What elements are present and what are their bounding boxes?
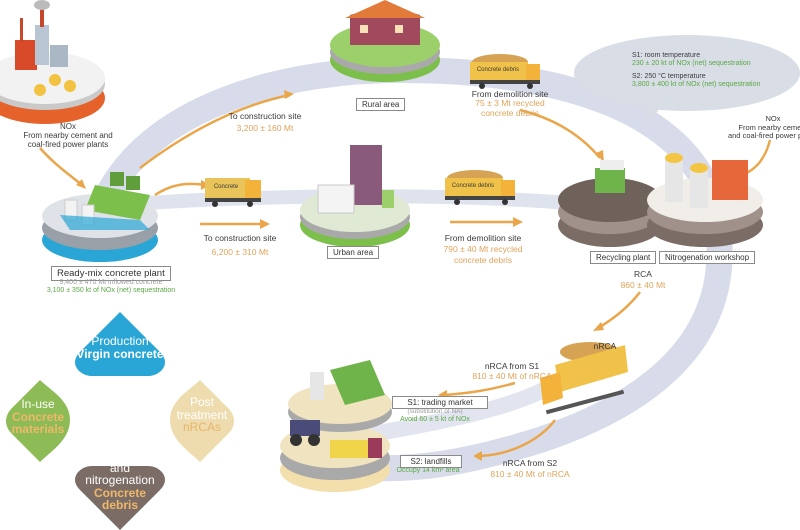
ready-mix-plant-label: Ready-mix concrete plant — [51, 266, 171, 281]
arrow-nrca-s1 — [444, 381, 516, 397]
power-plant-illustration — [0, 0, 105, 124]
ready-mix-plant-illustration — [42, 172, 158, 262]
arrowhead-to-urban — [260, 219, 270, 229]
post-treatment-stage-line1: Post — [189, 395, 214, 409]
s1-trading-market-label: S1: trading market — [392, 396, 488, 409]
rural-area-illustration — [330, 0, 440, 82]
bubble-s2-title: S2: 250 °C temperature — [632, 72, 706, 80]
arrowhead-nox-to-plant — [76, 179, 86, 189]
debris-truck-urban-label: Concrete debris — [451, 183, 495, 189]
right-nox-source: NOx From nearby cement and coal-fired po… — [718, 114, 800, 141]
nrca-truck-label: nRCA — [593, 341, 617, 351]
left-nox-source-line1: From nearby cement and — [23, 131, 113, 141]
in-use-material-line1: Concrete — [11, 409, 64, 424]
left-nox-source: NOx From nearby cement and coal-fired po… — [12, 122, 124, 150]
petal-production — [75, 312, 165, 376]
ready-mix-sequestration: 3,100 ± 350 kt of NOx (net) sequestratio… — [46, 287, 176, 294]
recycling-nitrogenation-illustration — [558, 153, 763, 247]
production-stage: Production — [91, 334, 149, 348]
debris-truck-urban-illustration — [445, 170, 515, 205]
to-urban-title: To construction site — [203, 233, 277, 243]
petal-post-treatment — [170, 380, 234, 462]
debris-truck-rural-illustration — [470, 54, 540, 89]
post-treatment-material: nRCAs — [182, 420, 221, 435]
production-material: Virgin concrete — [76, 346, 164, 361]
nrca-s1-value: 810 ± 40 Mt of nRCA — [472, 371, 552, 381]
right-nox-label: NOx — [765, 114, 781, 123]
in-use-stage: In-use — [21, 397, 55, 411]
arrow-nrca-s2 — [479, 419, 556, 458]
bubble-s1-value: 230 ± 20 kt of NOx (net) sequestration — [632, 60, 751, 68]
arrow-rca — [597, 291, 641, 330]
arrow-plant-to-truck — [154, 182, 206, 197]
to-rural-title: To construction site — [228, 111, 302, 121]
to-rural-value: 3,200 ± 160 Mt — [236, 123, 294, 133]
concrete-truck-label: Concrete — [213, 184, 239, 190]
from-urban-title: From demolition site — [444, 233, 522, 243]
life-cycle-diagram — [6, 312, 234, 530]
petal-in-use — [6, 380, 70, 462]
bubble-text: S1: room temperature 230 ± 20 kt of NOx … — [632, 52, 760, 90]
rca-title: RCA — [634, 269, 652, 279]
recycling-stage-line2: and — [109, 460, 131, 475]
arrowhead-rca — [593, 322, 604, 331]
recycling-plant-label: Recycling plant — [590, 251, 657, 264]
in-use-material-line2: materials — [11, 422, 65, 437]
s2-landfills-label: S2: landfills — [400, 455, 462, 468]
from-urban-value-line2: concrete debris — [453, 255, 513, 265]
s1-market-value: Avoid 60 ± 5 kt of NOx — [400, 416, 470, 423]
arrow-rural-to-recycling — [519, 108, 601, 159]
from-rural-value-line2: concrete debris — [480, 108, 540, 118]
recycling-material-line1: Concrete — [93, 485, 146, 500]
post-treatment-petal-text: Post treatment nRCAs — [170, 396, 234, 434]
sequestration-bubble — [574, 35, 800, 122]
arrow-nox-to-plant — [39, 147, 83, 186]
arrowhead-plant-to-rural — [284, 90, 294, 99]
recycling-material-line2: debris — [101, 498, 138, 513]
debris-truck-rural-label: Concrete debris — [476, 67, 520, 73]
right-nox-line1: From nearby cement — [738, 122, 800, 132]
s1-s2-destination-illustration — [280, 360, 392, 492]
petal-recycling — [75, 466, 165, 530]
s2-landfill-value: Occupy 14 km² area — [396, 467, 460, 474]
concrete-truck-illustration — [205, 178, 261, 207]
in-use-petal-text: In-use Concrete materials — [6, 398, 70, 436]
from-rural-title: From demolition site — [471, 89, 549, 99]
arrowhead-from-urban — [513, 217, 523, 227]
recycling-stage-line3: nitrogenation — [85, 473, 155, 488]
right-nox-line2: and coal-fired power plants — [727, 131, 800, 141]
nitrogenation-workshop-label: Nitrogenation workshop — [659, 251, 756, 264]
rca-value: 860 ± 40 Mt — [620, 280, 666, 290]
ready-mix-inflowed: 9,400 ± 470 Mt inflowed concrete — [59, 279, 163, 286]
nrca-s1-title: nRCA from S1 — [484, 361, 540, 371]
from-rural-value-line1: 75 ± 3 Mt recycled — [475, 98, 545, 108]
s1-market-note: (substitution of NA) — [407, 408, 463, 415]
production-petal-text: Production Virgin concrete — [72, 335, 168, 360]
nrca-s2-value: 810 ± 40 Mt of nRCA — [490, 469, 570, 479]
arrow-plant-to-rural — [139, 93, 291, 169]
bubble-s1-title: S1: room temperature — [632, 52, 701, 59]
left-nox-label: NOx — [60, 122, 76, 131]
recycling-petal-text: Recycling and nitrogenation Concrete deb… — [72, 449, 168, 512]
bubble-s2-value: 3,800 ± 400 kt of NOx (net) sequestratio… — [632, 81, 761, 89]
recycling-stage-line1: Recycling — [93, 448, 147, 462]
nrca-truck-illustration — [540, 342, 628, 415]
arrowhead-rural-to-recycling — [596, 150, 604, 163]
urban-area-label: Urban area — [327, 246, 380, 259]
post-treatment-stage-line2: treatment — [176, 407, 228, 422]
to-urban-value: 6,200 ± 310 Mt — [211, 247, 269, 257]
from-urban-value-line1: 790 ± 40 Mt recycled — [443, 244, 523, 254]
rural-area-label: Rural area — [356, 98, 406, 111]
nrca-s2-title: nRCA from S2 — [502, 458, 558, 468]
arrowhead-nrca-s2 — [473, 451, 482, 461]
left-nox-source-line2: coal-fired power plants — [27, 140, 109, 150]
urban-area-illustration — [300, 145, 410, 247]
